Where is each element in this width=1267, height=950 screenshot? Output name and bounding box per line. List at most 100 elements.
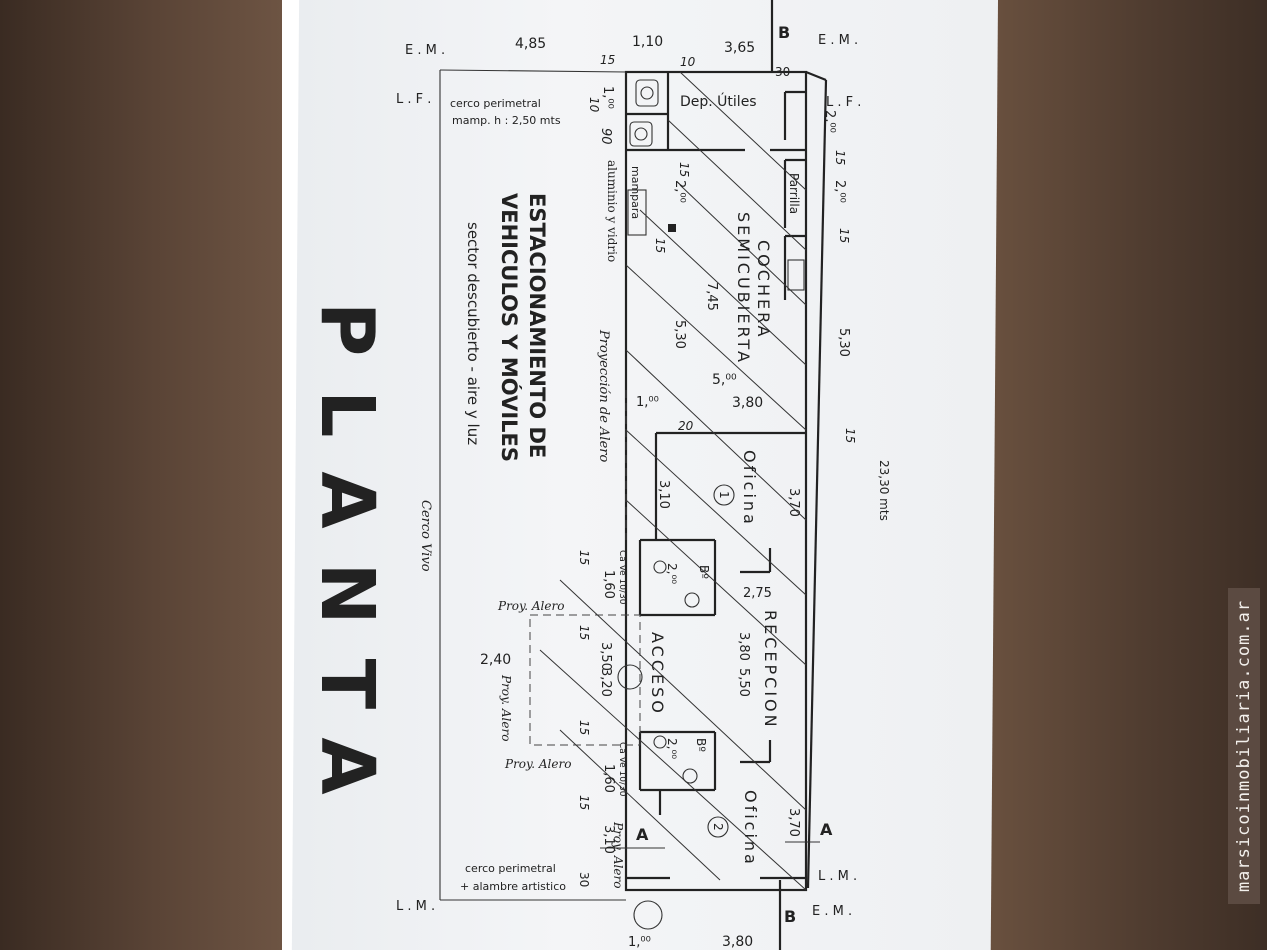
room-oficina-2-num: 2	[711, 823, 725, 831]
dim-3-70a: 3,70	[786, 488, 801, 517]
plan-title: PLANTA	[304, 302, 390, 829]
label-cerco-perimetral-2: cerco perimetral	[465, 862, 556, 875]
room-parrilla: Parrilla	[787, 173, 801, 214]
dim-7-45: 7,45	[704, 282, 719, 311]
label-cave-1: Ca Ve 10/30	[617, 550, 627, 605]
dim-10b: 10	[587, 97, 601, 113]
acceso-alero-projection	[529, 614, 641, 746]
dim-3-80b: 3,80	[736, 632, 751, 661]
label-lf-left: L . F .	[396, 92, 431, 107]
dim-15c: 15	[837, 228, 851, 243]
label-cut-a-right: A	[820, 820, 833, 839]
room-recepcion: RECEPCION	[761, 610, 780, 730]
parking-label-line3: sector descubierto - aire y luz	[464, 222, 482, 445]
room-acceso: ACCESO	[648, 632, 667, 716]
building-walls	[439, 69, 828, 901]
room-bano-2: Bº	[694, 738, 708, 752]
blueprint-paper	[291, 0, 998, 950]
dim-2m-b: 2,⁰⁰	[832, 180, 847, 203]
label-aluminio: aluminio y vidrio	[605, 160, 619, 262]
dim-3-80c: 3,80	[722, 934, 753, 950]
label-cerco-vivo: Cerco Vivo	[418, 500, 433, 572]
dim-15b: 15	[833, 150, 847, 165]
dim-5m: 5,⁰⁰	[712, 372, 737, 388]
dim-3-80a: 3,80	[732, 395, 763, 411]
room-oficina-1-num: 1	[717, 491, 731, 499]
dim-1m-c: 1,⁰⁰	[628, 935, 651, 950]
room-oficina-1: Oficina	[740, 450, 759, 527]
dim-5-50: 5,50	[736, 668, 751, 697]
dim-15j: 15	[577, 795, 591, 810]
dim-30a: 30	[775, 65, 790, 79]
label-cave-2: Ca Ve 10/30	[617, 742, 627, 797]
label-cut-b-top: B	[778, 23, 790, 42]
label-cerco-perimetral: cerco perimetral	[450, 97, 541, 110]
label-proy-alero-2: Proy. Alero	[499, 674, 513, 741]
dim-1m-b: 1,⁰⁰	[636, 395, 659, 410]
dim-2-75: 2,75	[743, 586, 772, 601]
dim-10a: 10	[680, 55, 696, 69]
label-lm-right: L . M .	[818, 869, 857, 884]
label-proy-alero-1: Proy. Alero	[497, 599, 564, 613]
room-cochera-1: COCHERA	[754, 240, 773, 340]
room-oficina-2: Oficina	[741, 790, 760, 867]
room-cochera-2: SEMICUBIERTA	[734, 212, 753, 365]
dim-5-30a: 5,30	[836, 328, 851, 357]
dim-15e: 15	[677, 162, 691, 177]
label-lm-left: L . M .	[396, 899, 435, 914]
watermark: marsicoinmobiliaria.com.ar	[1228, 588, 1260, 904]
dimensions: 4,85 1,10 3,65 15 10 30 2,⁰⁰ 15 2,⁰⁰ 15 …	[480, 34, 891, 950]
label-cut-b-bottom: B	[784, 907, 796, 926]
room-bano-1: Bº	[697, 565, 711, 579]
label-mamp-h: mamp. h : 2,50 mts	[452, 114, 561, 127]
dim-1m-a: 1,⁰⁰	[600, 86, 615, 109]
label-proy-alero-4: Proy. Alero	[611, 821, 625, 888]
dim-15a: 15	[600, 53, 615, 67]
watermark-text: marsicoinmobiliaria.com.ar	[1234, 599, 1255, 893]
dim-15h: 15	[577, 625, 591, 640]
parking-label-line2: VEHICULOS Y MÓVILES	[497, 193, 522, 462]
background-right	[985, 0, 1267, 950]
dim-20: 20	[678, 419, 694, 433]
label-em-bottom-right: E . M .	[812, 904, 852, 919]
dim-2-40: 2,40	[480, 652, 511, 668]
dim-2m-d: 2,⁰⁰	[665, 563, 679, 584]
interior-walls	[626, 72, 806, 880]
dim-3-10b: 3,10	[601, 825, 616, 854]
dim-3-20: 3,20	[598, 668, 613, 697]
dim-1-10: 1,10	[632, 34, 663, 50]
dim-15f: 15	[653, 238, 667, 253]
dim-2m-e: 2,⁰⁰	[665, 738, 679, 759]
dim-5-30b: 5,30	[672, 320, 687, 349]
label-lf-right: L . F .	[826, 95, 861, 110]
dim-3-65: 3,65	[724, 40, 755, 56]
parking-label-line1: ESTACIONAMIENTO DE	[525, 193, 549, 458]
room-dep-utiles: Dep. Útiles	[680, 92, 757, 110]
dim-2m-c: 2,⁰⁰	[672, 180, 687, 203]
dim-3-10a: 3,10	[656, 480, 671, 509]
label-proyeccion: Proyección de Alero	[596, 329, 611, 462]
dim-4-85: 4,85	[515, 36, 546, 52]
dim-15g: 15	[577, 550, 591, 565]
dim-23-30: 23,30 mts	[877, 460, 891, 521]
dim-15d: 15	[843, 428, 857, 443]
label-cut-a-left: A	[636, 825, 649, 844]
background-left	[0, 0, 282, 950]
dim-3-70b: 3,70	[786, 808, 801, 837]
room-mampara: mampara	[629, 166, 642, 219]
dim-30b: 30	[577, 872, 591, 887]
dim-1-60a: 1,60	[601, 570, 616, 599]
hatch-lines	[539, 71, 807, 891]
label-em-top-left: E . M .	[405, 43, 445, 58]
dim-3-50: 3,50	[598, 642, 613, 671]
label-alambre: + alambre artistico	[460, 880, 566, 893]
dim-15i: 15	[577, 720, 591, 735]
section-lines	[600, 0, 820, 950]
dim-2m-a: 2,⁰⁰	[822, 110, 837, 133]
label-proy-alero-3: Proy. Alero	[504, 757, 571, 771]
label-em-top-right: E . M .	[818, 33, 858, 48]
dim-90: 90	[598, 128, 613, 145]
dim-1-60b: 1,60	[601, 764, 616, 793]
fixtures	[617, 79, 805, 930]
